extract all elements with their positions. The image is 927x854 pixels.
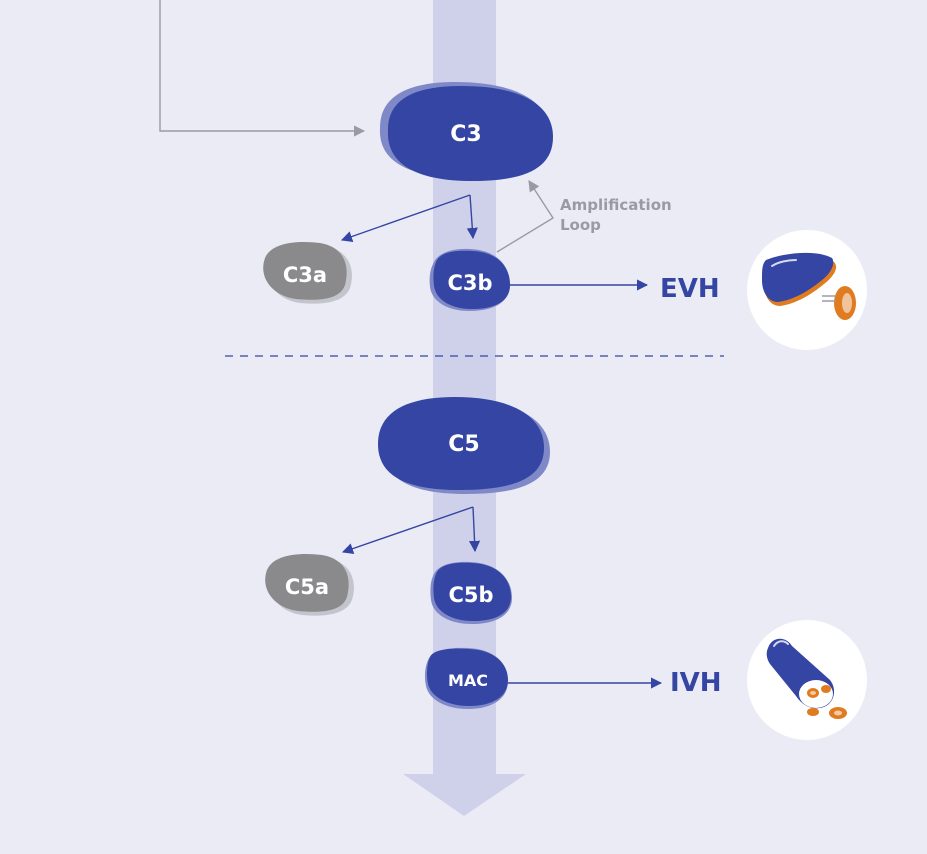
liver-spleen-icon (747, 230, 867, 350)
c3-label: C3 (450, 122, 481, 147)
c3a-node: C3a (263, 241, 352, 304)
c5b-label: C5b (448, 583, 493, 607)
c3-node: C3 (379, 82, 553, 181)
pathway-down-arrow (403, 774, 526, 816)
c5a-node: C5a (265, 553, 354, 616)
c5-to-c5a-arrow (341, 506, 474, 554)
mac-label: MAC (448, 671, 488, 690)
c5-to-c5b-arrow (468, 506, 481, 553)
evh-label: EVH (660, 274, 720, 304)
c3-to-c3b-arrow (466, 194, 478, 240)
c3a-label: C3a (283, 263, 327, 287)
c5-node: C5 (378, 397, 550, 494)
mac-node: MAC (424, 647, 508, 709)
c3b-node: C3b (429, 248, 510, 311)
amplification-loop-arrow (496, 180, 554, 253)
incoming-connector (159, 0, 366, 137)
amplification-loop-label-line1: Amplification (560, 196, 672, 214)
c5-label: C5 (448, 432, 479, 457)
amplification-loop-label-line2: Loop (560, 216, 601, 234)
blood-vessel-icon (747, 620, 867, 740)
ivh-label: IVH (670, 668, 722, 698)
c5a-label: C5a (285, 575, 329, 599)
c3-to-c3a-arrow (340, 194, 471, 242)
c3b-label: C3b (447, 271, 492, 295)
c5b-node: C5b (430, 561, 512, 624)
